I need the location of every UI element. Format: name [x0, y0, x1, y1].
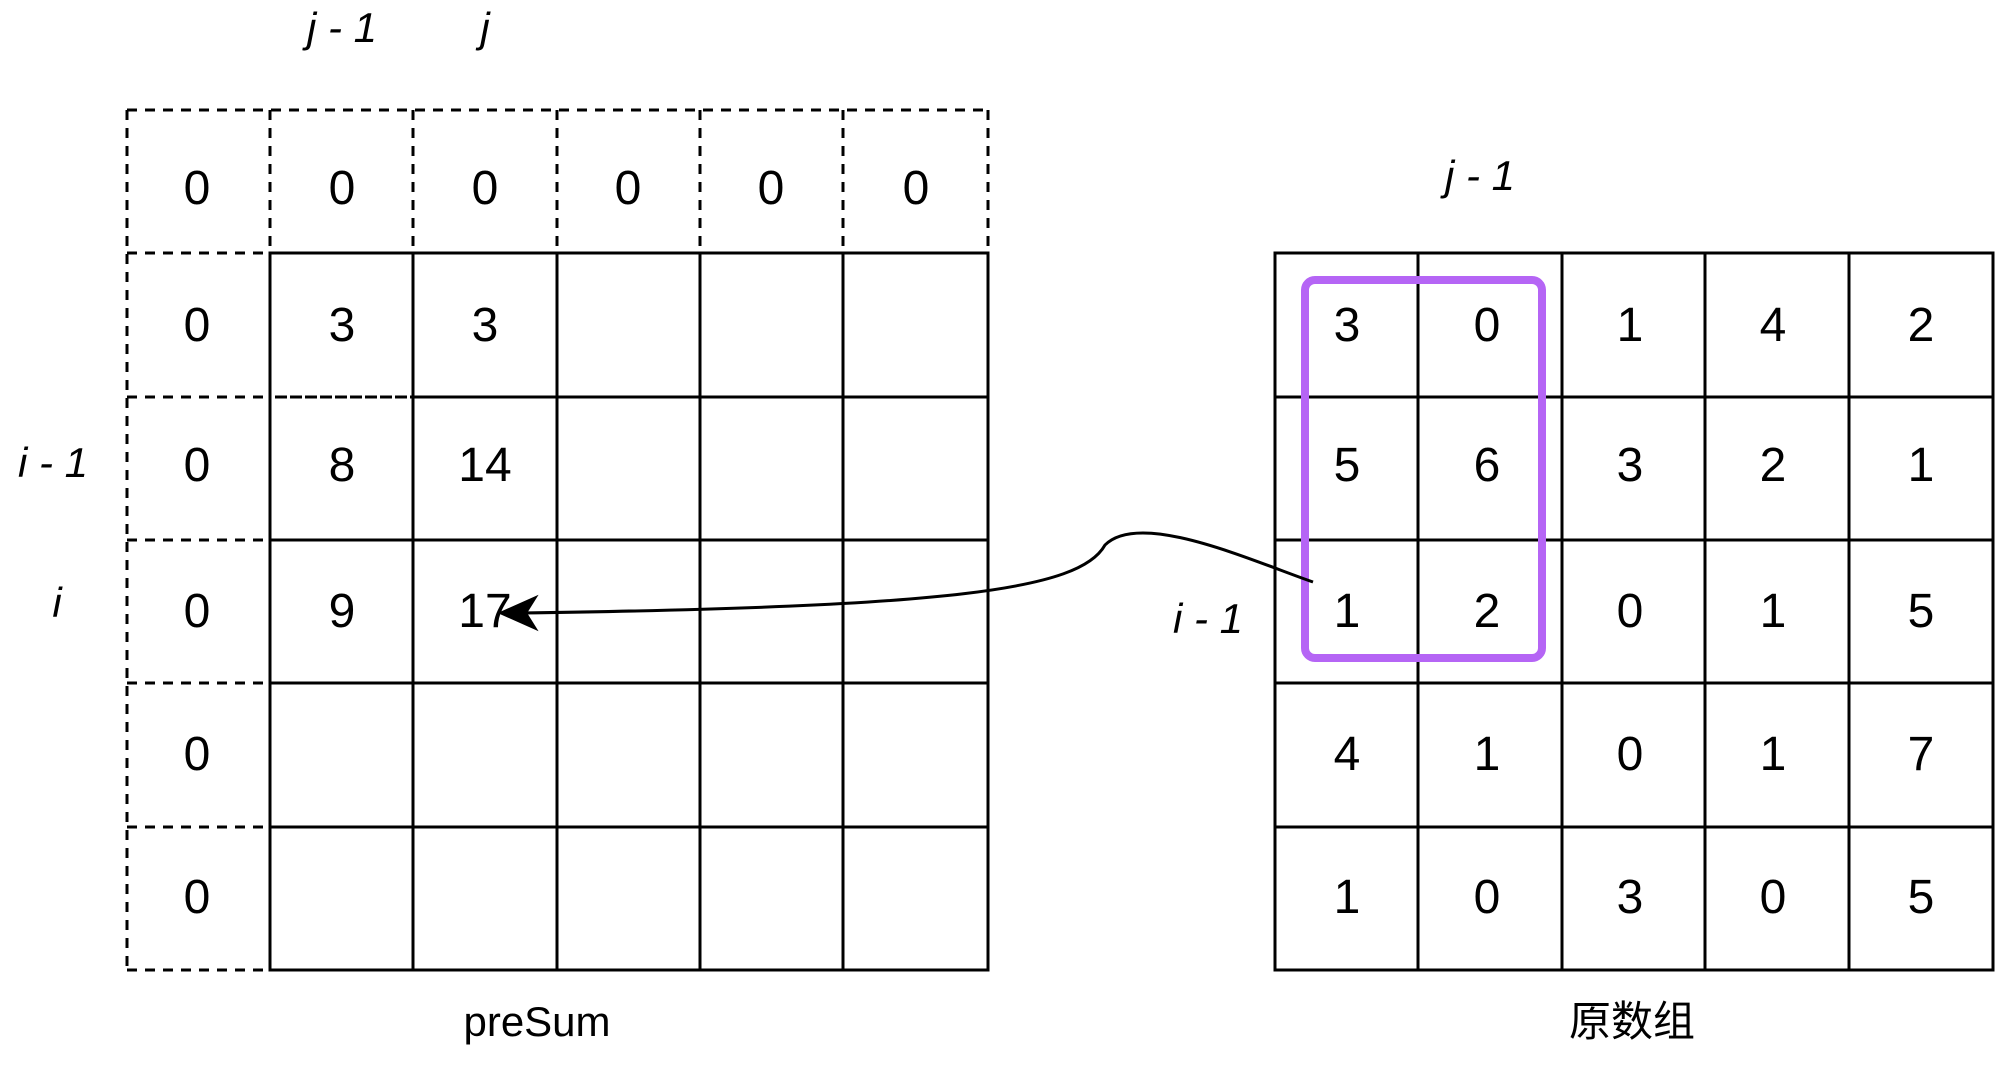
original-cell-r3-c3: 1	[1760, 728, 1787, 781]
presum-cell-r0-c1: 0	[329, 162, 356, 215]
original-cell-r2-c3: 1	[1760, 585, 1787, 638]
presum-col-label-j-minus-1: j - 1	[302, 4, 377, 51]
presum-grid	[125, 108, 990, 972]
presum-cell-r0-c0: 0	[184, 162, 211, 215]
original-cell-r4-c4: 5	[1908, 871, 1935, 924]
presum-cell-r0-c2: 0	[472, 162, 499, 215]
sum-arrow	[497, 531, 1314, 632]
presum-cell-r2-c1: 8	[329, 439, 356, 492]
presum-row-label-i: i	[52, 579, 63, 626]
presum-cell-r1-c2: 3	[472, 299, 499, 352]
original-cell-r4-c3: 0	[1760, 871, 1787, 924]
original-cell-r3-c1: 1	[1474, 728, 1501, 781]
presum-cell-r3-c2: 17	[458, 585, 511, 638]
presum-cell-r1-c1: 3	[329, 299, 356, 352]
original-cell-r4-c0: 1	[1334, 871, 1361, 924]
original-array-cells: 3 0 1 4 2 5 6 3 2 1 1 2 0 1 5 4 1 0 1 7 1 0 3 0 5	[1334, 299, 1935, 924]
original-cell-r1-c1: 6	[1474, 439, 1501, 492]
original-cell-r1-c0: 5	[1334, 439, 1361, 492]
presum-caption: preSum	[463, 998, 610, 1045]
original-cell-r1-c4: 1	[1908, 439, 1935, 492]
original-cell-r3-c2: 0	[1617, 728, 1644, 781]
presum-cell-r0-c4: 0	[758, 162, 785, 215]
presum-cell-r2-c0: 0	[184, 439, 211, 492]
highlight-region	[1301, 276, 1546, 662]
original-cell-r1-c2: 3	[1617, 439, 1644, 492]
original-cell-r0-c1: 0	[1474, 299, 1501, 352]
arrowhead-icon	[497, 594, 539, 632]
original-cell-r3-c4: 7	[1908, 728, 1935, 781]
original-array-grid	[1273, 251, 1995, 972]
presum-cell-r0-c5: 0	[903, 162, 930, 215]
presum-cells: 0 0 0 0 0 0 0 3 3 0 8 14 0 9 17 0 0	[184, 162, 930, 924]
original-cell-r4-c1: 0	[1474, 871, 1501, 924]
original-cell-r0-c0: 3	[1334, 299, 1361, 352]
original-cell-r1-c3: 2	[1760, 439, 1787, 492]
original-row-label: i - 1	[1173, 595, 1243, 642]
presum-cell-r3-c1: 9	[329, 585, 356, 638]
original-col-label: j - 1	[1440, 152, 1515, 199]
original-cell-r2-c0: 1	[1334, 585, 1361, 638]
original-cell-r4-c2: 3	[1617, 871, 1644, 924]
original-cell-r3-c0: 4	[1334, 728, 1361, 781]
original-cell-r0-c4: 2	[1908, 299, 1935, 352]
original-cell-r2-c4: 5	[1908, 585, 1935, 638]
original-cell-r0-c2: 1	[1617, 299, 1644, 352]
presum-cell-r4-c0: 0	[184, 728, 211, 781]
presum-cell-r0-c3: 0	[615, 162, 642, 215]
original-caption: 原数组	[1569, 997, 1695, 1046]
presum-row-label-i-minus-1: i - 1	[18, 439, 88, 486]
original-cell-r0-c3: 4	[1760, 299, 1787, 352]
presum-cell-r2-c2: 14	[458, 439, 511, 492]
presum-cell-r1-c0: 0	[184, 299, 211, 352]
presum-cell-r5-c0: 0	[184, 871, 211, 924]
original-cell-r2-c2: 0	[1617, 585, 1644, 638]
presum-cell-r3-c0: 0	[184, 585, 211, 638]
original-cell-r2-c1: 2	[1474, 585, 1501, 638]
presum-col-label-j: j	[475, 4, 491, 51]
